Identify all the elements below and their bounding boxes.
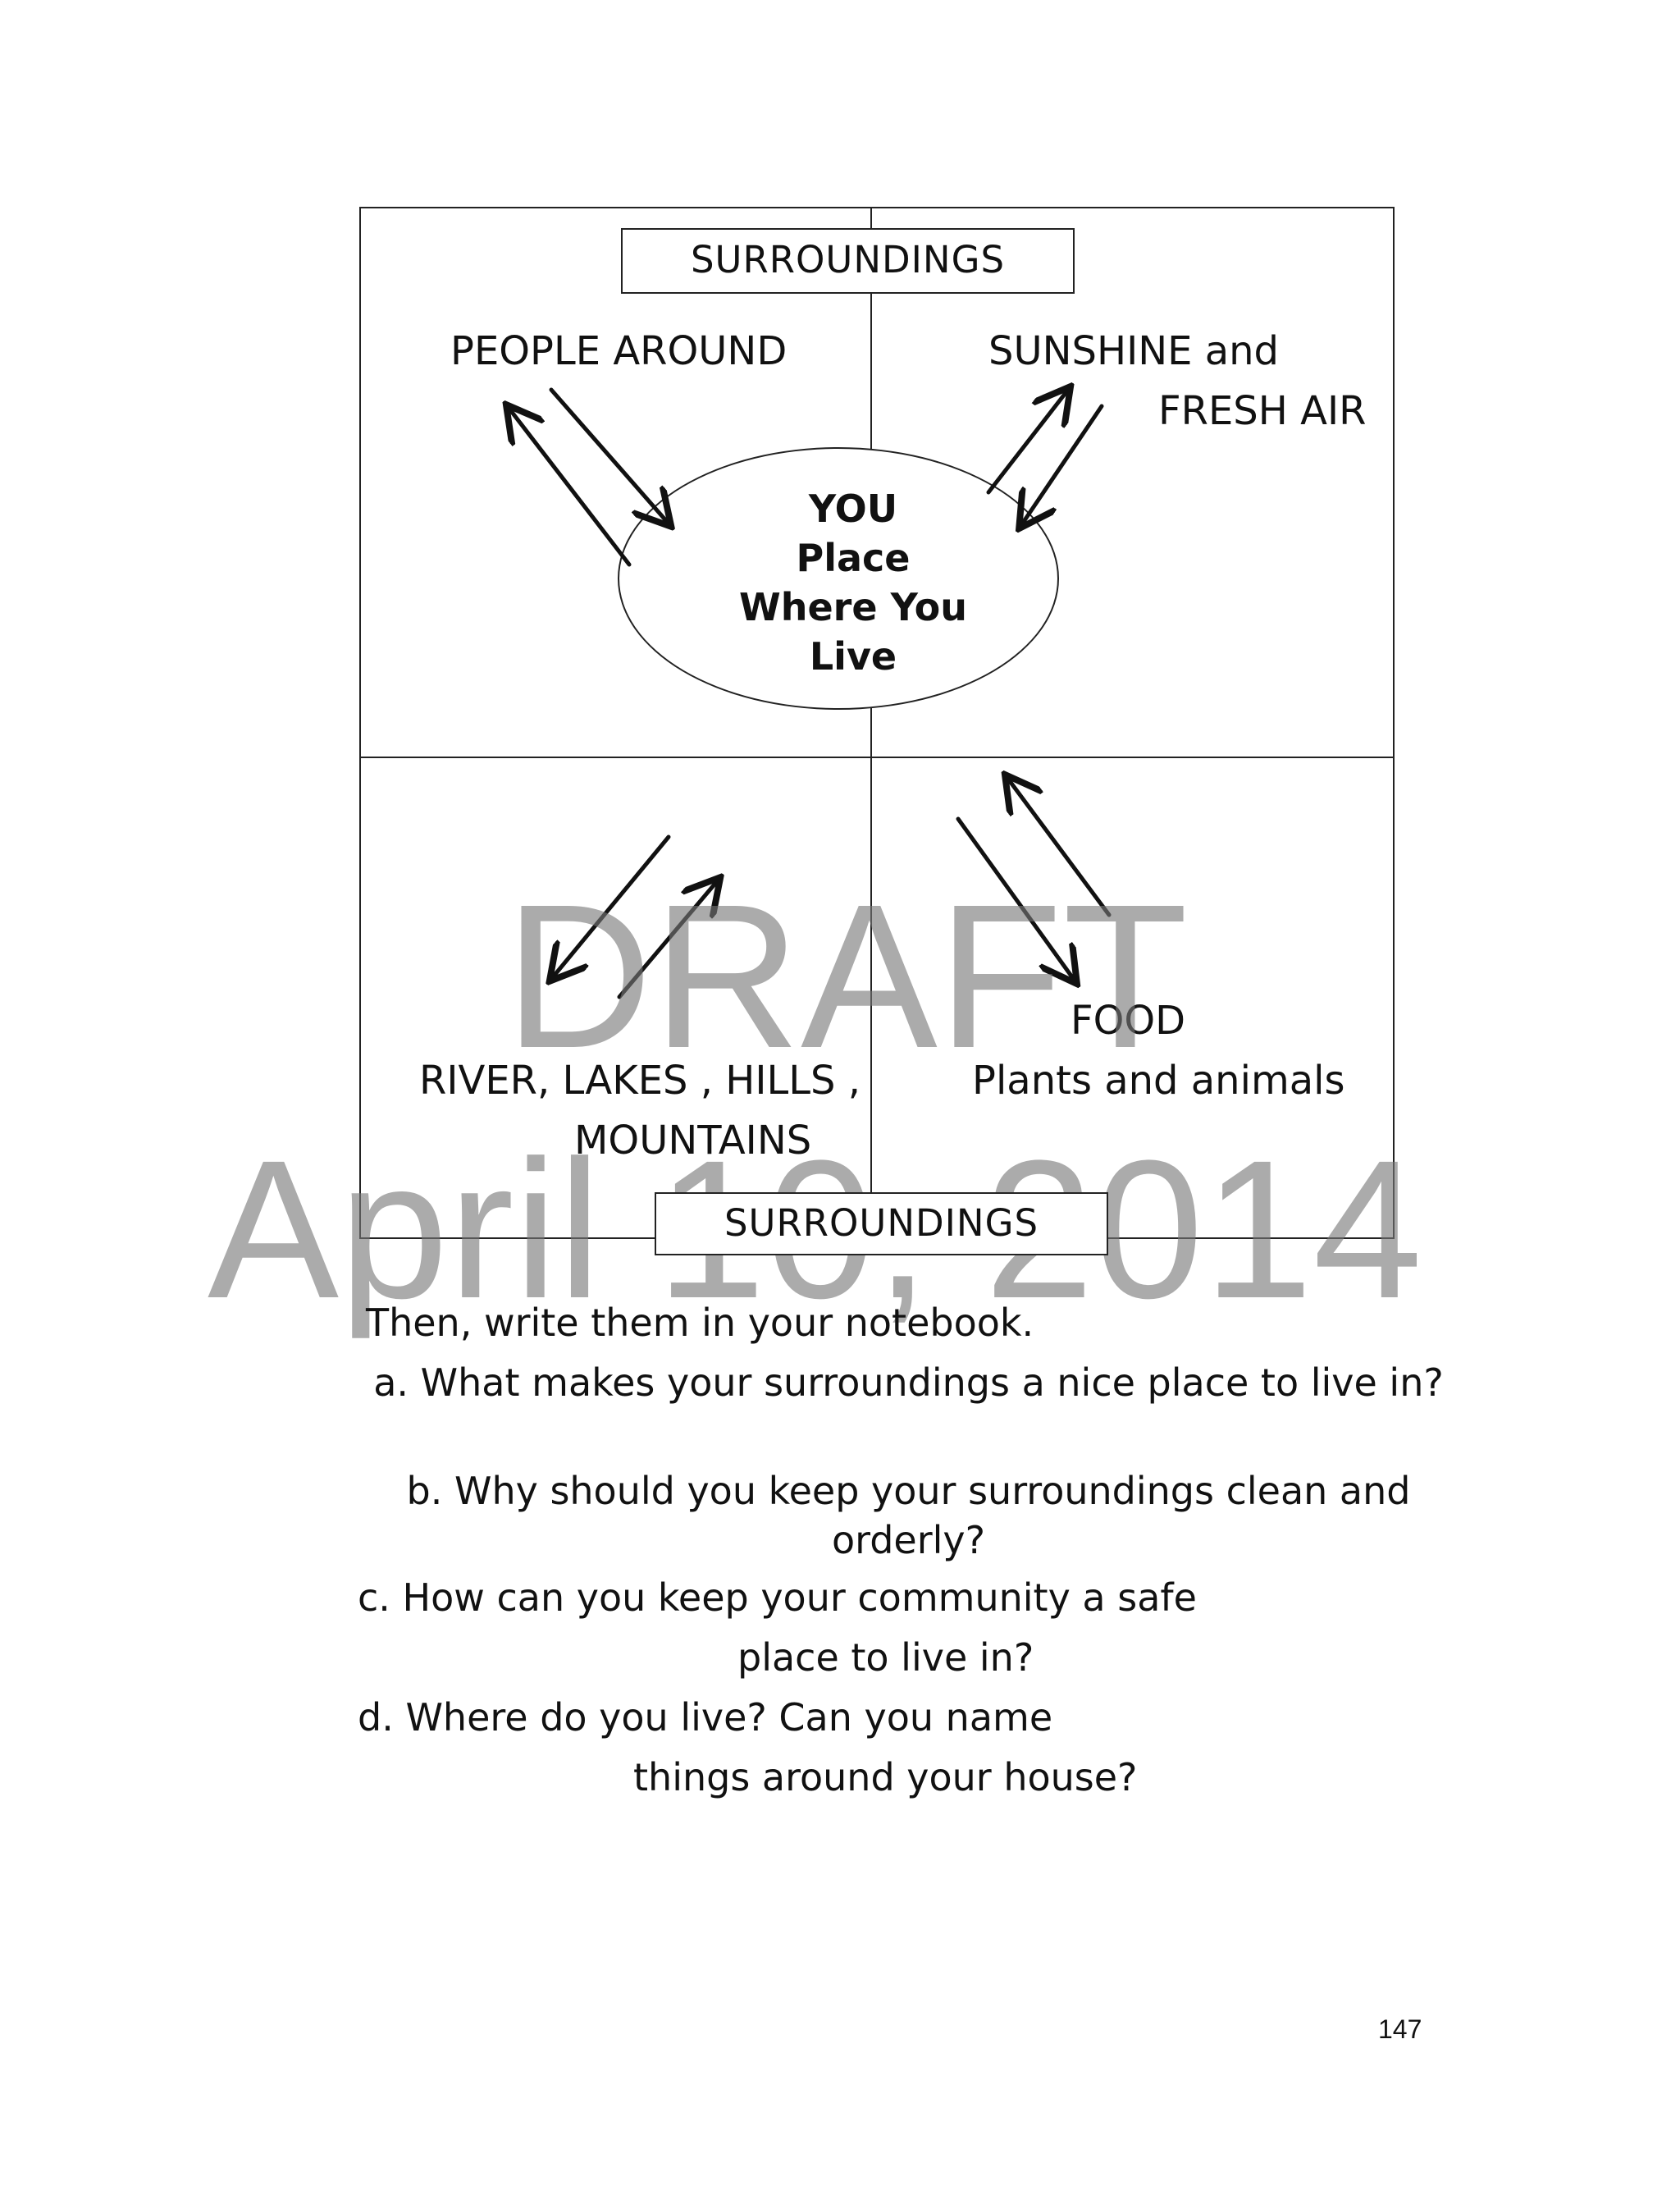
food-label-line1: FOOD xyxy=(1071,998,1186,1044)
river-label-line2: MOUNTAINS xyxy=(574,1118,812,1164)
question-b: b. Why should you keep your surroundings… xyxy=(406,1469,1411,1562)
center-label: YOU Place Where You Live xyxy=(689,484,1017,681)
arrow-people-out xyxy=(509,408,632,567)
diagram-horizontal-divider xyxy=(359,757,1395,758)
arrow-food-out xyxy=(1007,778,1112,917)
question-d-line2: things around your house? xyxy=(633,1755,1138,1799)
center-ellipse xyxy=(618,447,1059,710)
question-c-line1: c. How can you keep your community a saf… xyxy=(358,1575,1197,1620)
center-label-line1: YOU xyxy=(808,487,898,531)
center-label-line2: Place xyxy=(796,536,911,580)
sunshine-label-line2: FRESH AIR xyxy=(1158,388,1367,434)
center-label-line3: Where You xyxy=(738,585,968,629)
food-label-line2: Plants and animals xyxy=(972,1058,1345,1104)
diagram-vertical-divider xyxy=(870,207,872,1239)
sunshine-label-line1: SUNSHINE and xyxy=(988,328,1280,374)
arrow-sunshine-in xyxy=(1021,404,1104,525)
question-a: a. What makes your surroundings a nice p… xyxy=(373,1360,1444,1405)
arrow-river-in xyxy=(552,834,671,978)
center-label-line4: Live xyxy=(809,634,897,679)
question-c-line2: place to live in? xyxy=(737,1635,1034,1680)
river-label-line1: RIVER, LAKES , HILLS , xyxy=(419,1058,861,1104)
question-d-line1: d. Where do you live? Can you name xyxy=(358,1695,1053,1740)
arrow-river-out xyxy=(617,880,718,999)
instruction-intro: Then, write them in your notebook. xyxy=(366,1301,1034,1345)
people-around-label: PEOPLE AROUND xyxy=(450,328,788,374)
arrow-people-in xyxy=(549,387,669,523)
surroundings-bottom-label: SURROUNDINGS xyxy=(655,1192,1108,1255)
surroundings-top-label: SURROUNDINGS xyxy=(621,228,1075,294)
page-number: 147 xyxy=(1378,2014,1422,2044)
arrow-food-in xyxy=(956,816,1075,981)
arrow-sunshine-out xyxy=(986,390,1068,495)
